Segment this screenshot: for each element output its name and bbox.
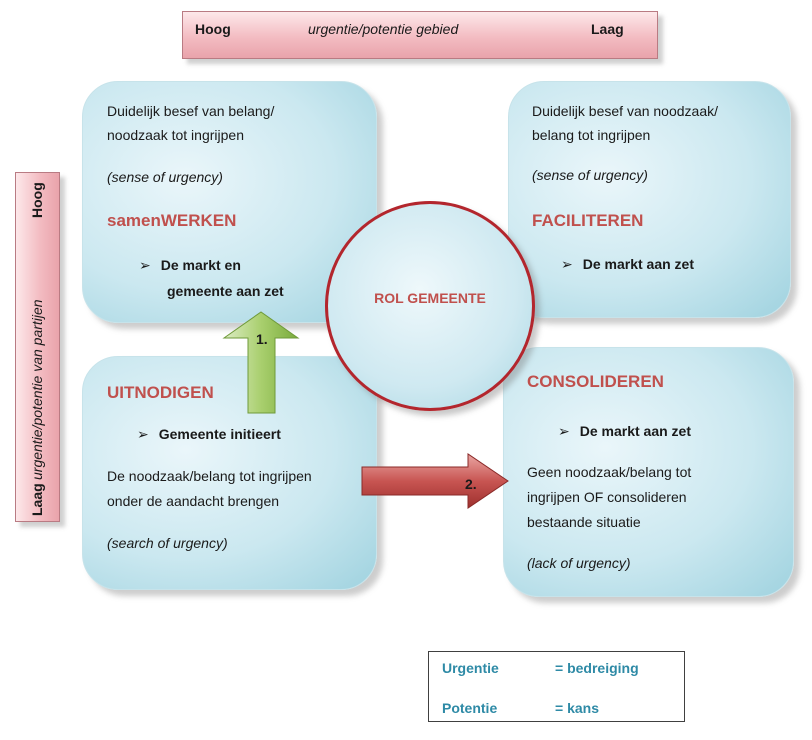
top-axis-low-label: Laag xyxy=(591,21,624,37)
quadrant-bullet: Gemeente initieert xyxy=(137,423,281,445)
top-axis-bar: Hoog urgentie/potentie gebied Laag xyxy=(182,11,658,59)
quadrant-text-line: noodzaak tot ingrijpen xyxy=(107,127,244,143)
quadrant-text-line: ingrijpen OF consolideren xyxy=(527,489,687,505)
top-axis-title: urgentie/potentie gebied xyxy=(308,21,459,37)
quadrant-heading: CONSOLIDEREN xyxy=(527,372,664,391)
quadrant-text-line: bestaande situatie xyxy=(527,514,641,530)
quadrant-note: (sense of urgency) xyxy=(532,167,648,183)
quadrant-text-line: Duidelijk besef van belang/ xyxy=(107,103,275,119)
top-axis-high-label: Hoog xyxy=(195,21,231,37)
arrow-up-shape xyxy=(222,311,300,414)
quadrant-bullet: De markt aan zet xyxy=(558,420,691,442)
quadrant-heading: FACILITEREN xyxy=(532,211,644,230)
quadrant-heading: samenWERKEN xyxy=(107,211,237,230)
quadrant-bullet: De markt en xyxy=(139,254,241,276)
arrow-right-shape xyxy=(361,453,509,509)
arrow-up-label: 1. xyxy=(256,331,268,347)
legend-term-potentie: Potentie xyxy=(442,700,498,716)
quadrant-uitnodigen: UITNODIGEN Gemeente initieert De noodzaa… xyxy=(82,356,377,590)
quadrant-note: (search of urgency) xyxy=(107,535,228,551)
legend-term-urgentie: Urgentie xyxy=(442,660,499,676)
legend-def-urgentie: = bedreiging xyxy=(555,660,639,676)
side-axis-bar: Laag urgentie/potentie van partijen Hoog xyxy=(15,172,60,522)
quadrant-text-line: De noodzaak/belang tot ingrijpen xyxy=(107,468,312,484)
quadrant-text-line: Geen noodzaak/belang tot xyxy=(527,464,692,480)
center-circle: ROL GEMEENTE xyxy=(325,201,535,411)
quadrant-bullet-continued: gemeente aan zet xyxy=(167,283,284,299)
quadrant-note: (sense of urgency) xyxy=(107,169,223,185)
quadrant-faciliteren: Duidelijk besef van noodzaak/ belang tot… xyxy=(508,81,791,318)
quadrant-heading: UITNODIGEN xyxy=(107,383,214,402)
legend-box: Urgentie = bedreiging Potentie = kans xyxy=(428,651,685,722)
quadrant-text-line: onder de aandacht brengen xyxy=(107,493,280,509)
center-circle-label: ROL GEMEENTE xyxy=(374,290,486,306)
legend-def-potentie: = kans xyxy=(555,700,599,716)
quadrant-note: (lack of urgency) xyxy=(527,555,631,571)
quadrant-text-line: Duidelijk besef van noodzaak/ xyxy=(532,103,719,119)
quadrant-text-line: belang tot ingrijpen xyxy=(532,127,651,143)
quadrant-consolideren: CONSOLIDEREN De markt aan zet Geen noodz… xyxy=(503,347,794,597)
quadrant-bullet: De markt aan zet xyxy=(561,253,694,275)
arrow-right-label: 2. xyxy=(465,476,477,492)
